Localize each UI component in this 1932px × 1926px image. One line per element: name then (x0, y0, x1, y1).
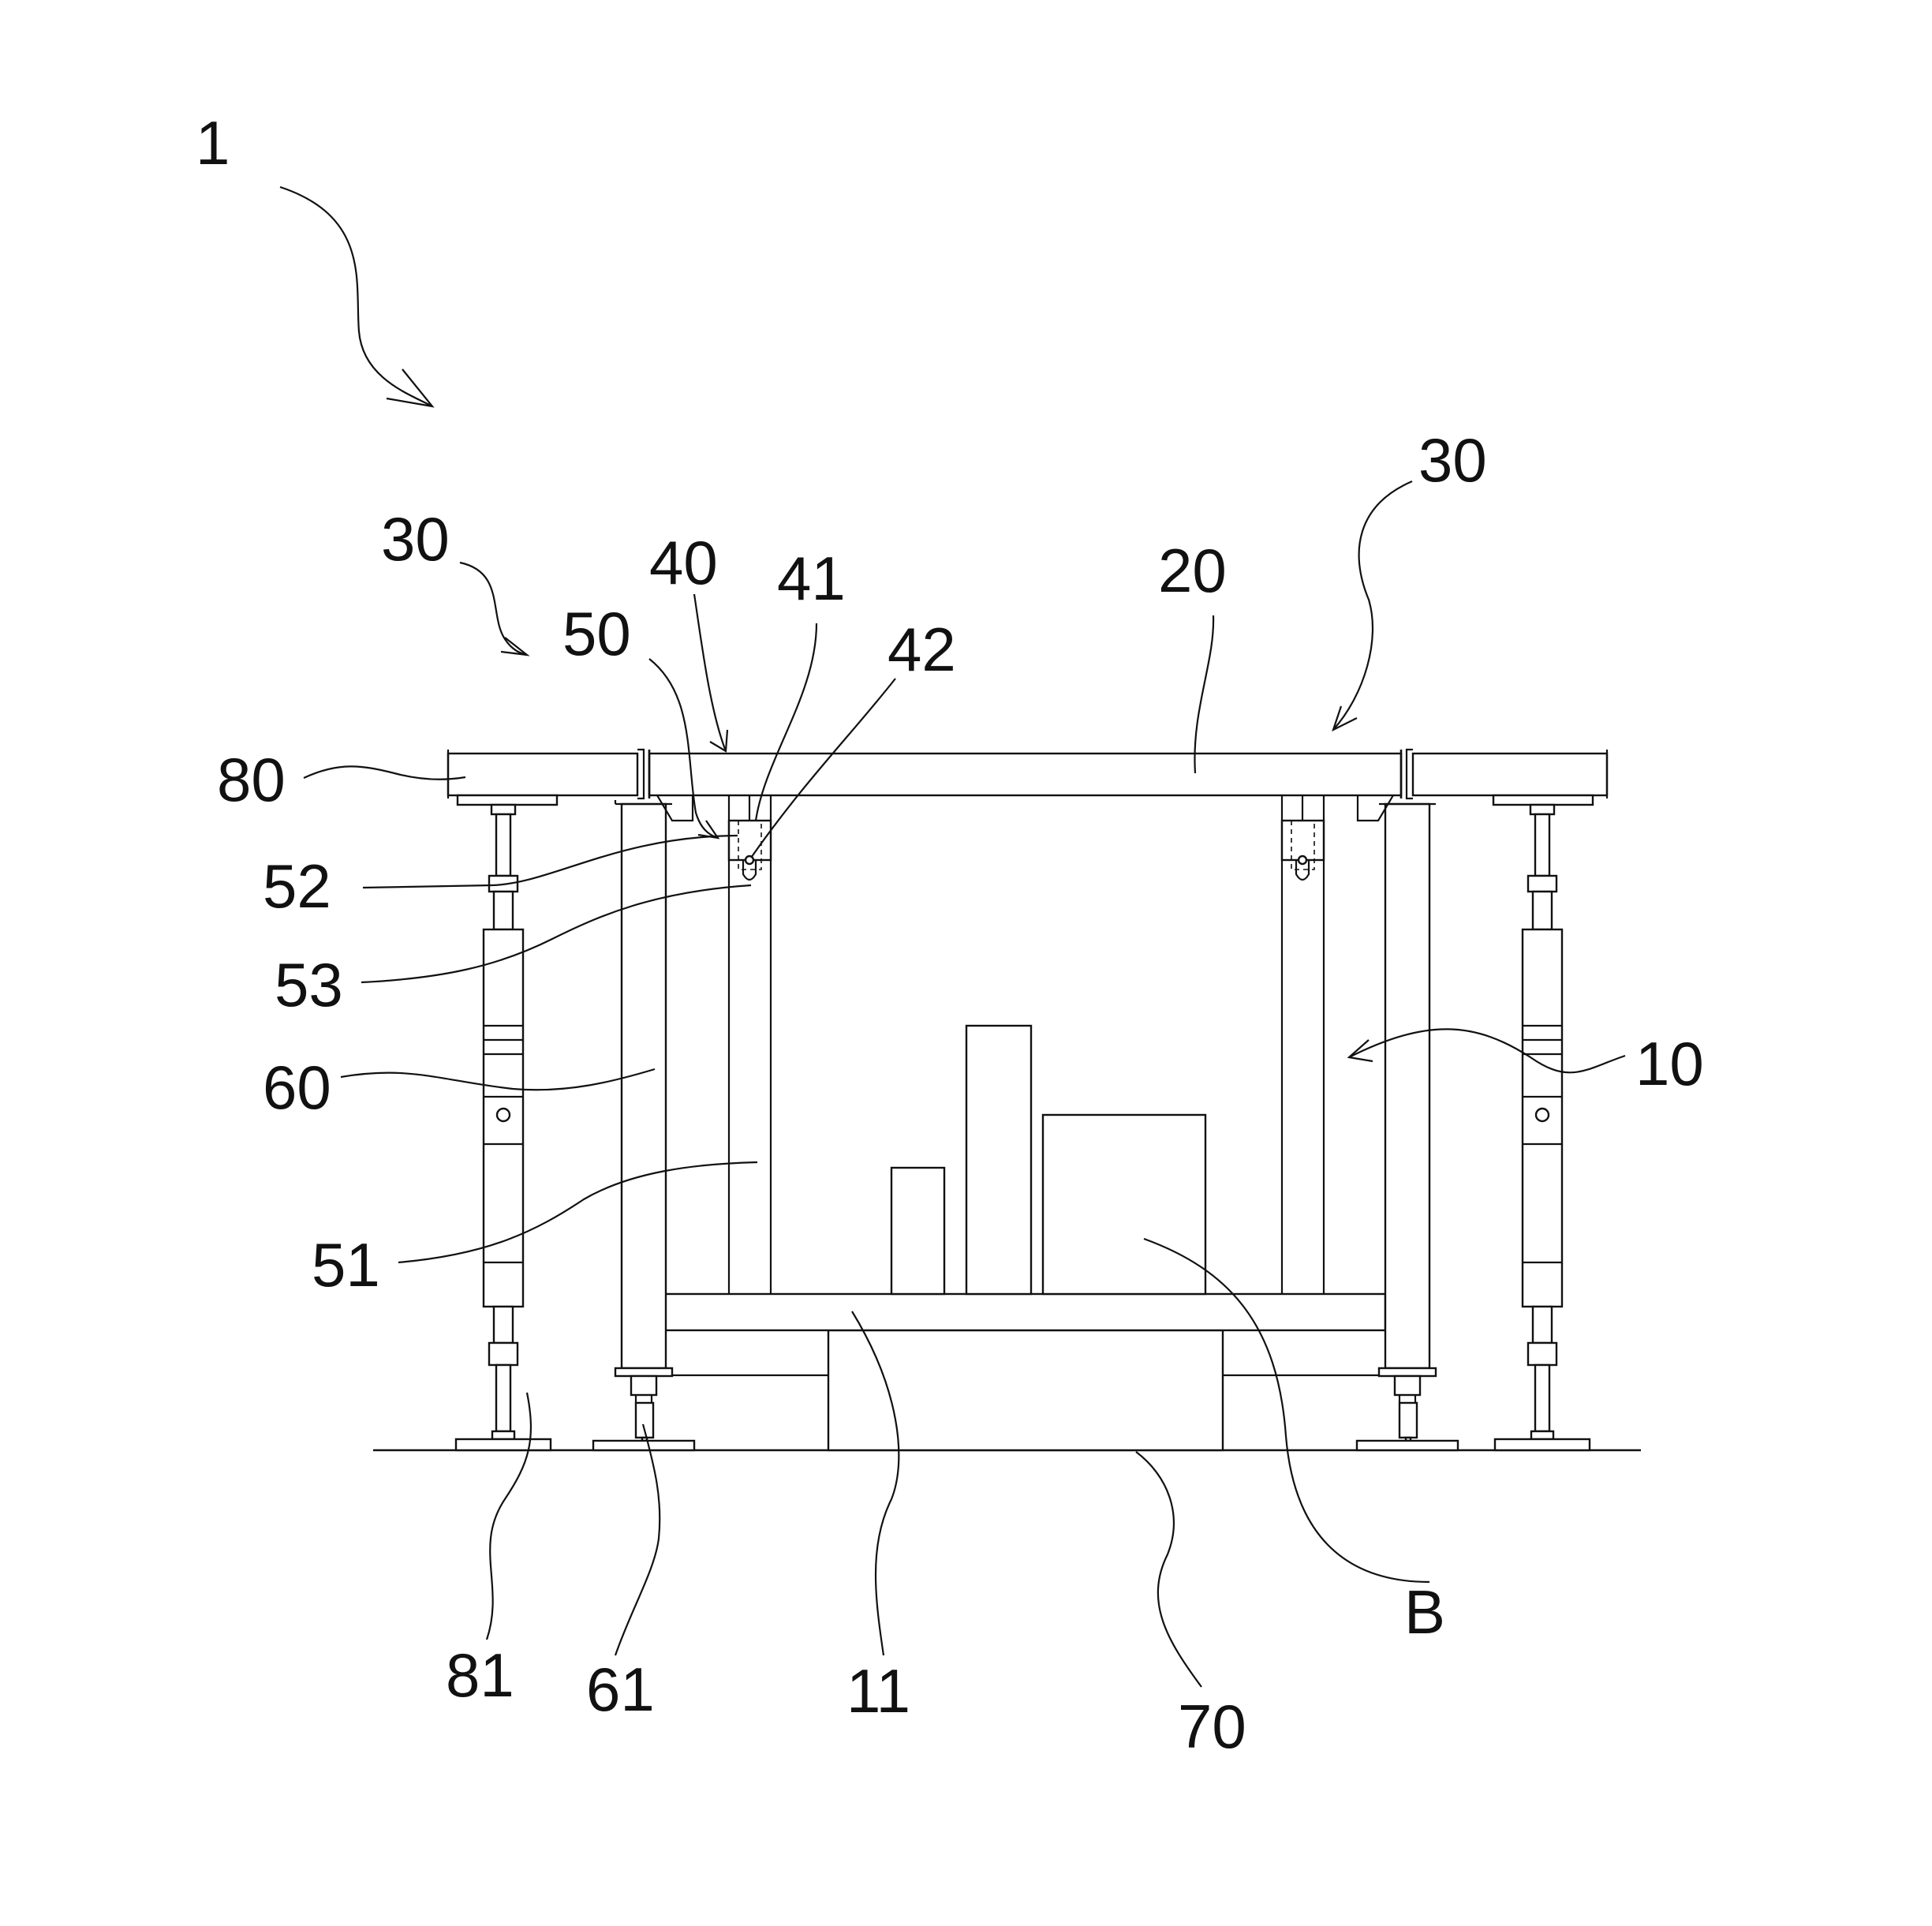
support-jack-left (456, 805, 551, 1450)
column-left (615, 800, 672, 1403)
label-assembly: 1 (196, 108, 230, 178)
suspension-rod-right (1282, 795, 1324, 1294)
label-hanger-pin: 42 (888, 615, 956, 684)
label-hanger: 40 (649, 528, 718, 597)
label-suspension: 50 (562, 599, 631, 668)
label-adjuster-outer: 81 (446, 1640, 514, 1710)
reference-labels: 1 30 40 41 50 42 20 30 80 52 53 60 10 51… (196, 108, 1704, 1761)
label-suspension-rod: 51 (312, 1230, 380, 1300)
slab-beam-right (1407, 750, 1607, 805)
label-foundation: 70 (1178, 1692, 1246, 1761)
label-support-unit-right: 30 (1418, 425, 1487, 495)
load-objects (891, 1026, 1205, 1294)
label-column-base: 61 (586, 1655, 655, 1724)
support-jack-right (1495, 805, 1590, 1450)
label-suspension-upper: 52 (263, 851, 331, 921)
label-upper-beam: 20 (1158, 536, 1227, 605)
label-frame: 10 (1635, 1029, 1704, 1098)
label-base-beam: 11 (846, 1656, 910, 1726)
label-support-unit-left: 30 (381, 504, 450, 574)
label-slab-beam: 80 (217, 745, 286, 814)
hanger-right (1282, 795, 1324, 880)
column-right (1379, 804, 1436, 1403)
base-beam (665, 1294, 1385, 1330)
label-suspension-lower: 53 (275, 950, 343, 1019)
slab-beam-left (448, 750, 644, 805)
upper-beam (649, 750, 1401, 821)
label-column: 60 (263, 1053, 331, 1122)
label-hanger-plate: 41 (777, 544, 846, 613)
column-base-jack-right (1357, 1403, 1458, 1450)
suspension-rod-left (729, 795, 771, 1294)
label-load: B (1404, 1577, 1445, 1647)
